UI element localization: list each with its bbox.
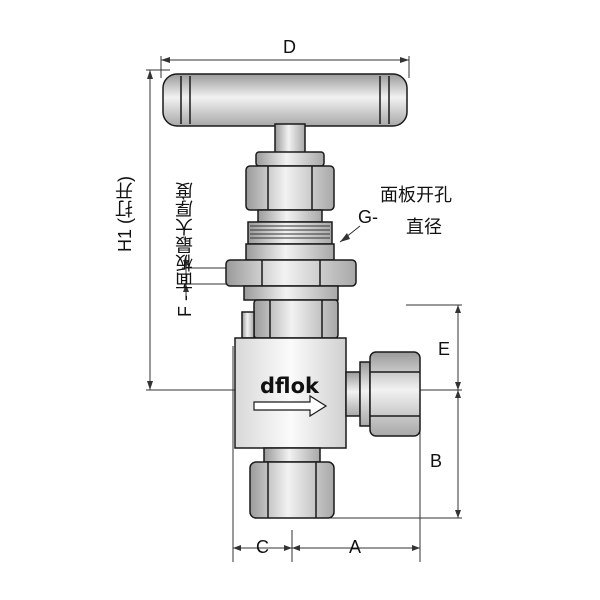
brand-logo: dflok: [260, 374, 319, 398]
handle: [162, 73, 408, 155]
label-g-prefix: G-: [358, 207, 378, 227]
bottom-fitting: [249, 447, 335, 519]
label-e: E: [438, 339, 451, 359]
flow-arrow: [253, 394, 328, 418]
label-g-line1: 面板开孔: [380, 185, 452, 205]
label-c: C: [256, 537, 269, 557]
label-a: A: [349, 537, 362, 557]
side-fitting: [345, 351, 421, 437]
dimension-arrows: [147, 57, 461, 551]
valve-body: [234, 337, 347, 449]
label-h1: H1 (打开): [115, 176, 135, 252]
stem-assembly: [225, 151, 357, 339]
label-f: F - 面板最大厚度: [175, 182, 195, 317]
dimension-lines: [146, 56, 462, 562]
label-d: D: [283, 37, 296, 57]
label-b: B: [430, 451, 443, 471]
label-g-line2: 直径: [406, 217, 442, 237]
